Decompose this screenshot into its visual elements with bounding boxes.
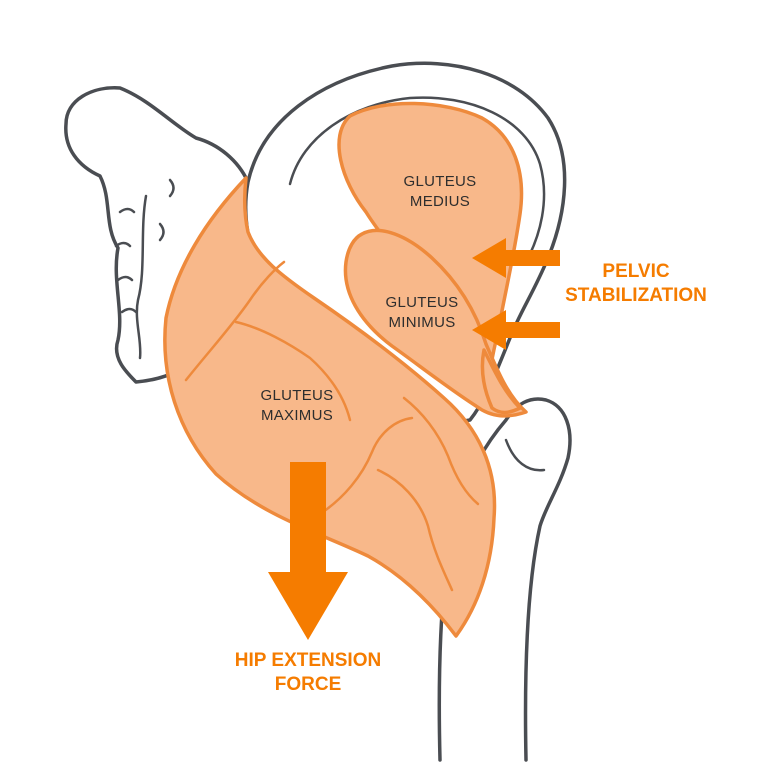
iliac-inner-rim: [288, 96, 546, 264]
gluteus-minimus-label-line2: MINIMUS: [388, 314, 455, 331]
sacral-foramen-1: [118, 207, 136, 214]
hip-extension-label: HIP EXTENSION FORCE: [235, 650, 381, 695]
sacrum: [64, 86, 250, 384]
sacral-foramen-3: [116, 275, 134, 282]
arrow-down: [268, 462, 348, 640]
pelvic-stabilization-label-line2: STABILIZATION: [565, 285, 707, 306]
gluteus-maximus-fiber-2: [234, 320, 352, 422]
gluteus-maximus-fiber-3: [318, 416, 414, 516]
hip-extension-arrow: [268, 462, 348, 640]
gluteus-medius-label-line1: GLUTEUS: [404, 173, 477, 190]
gluteus-maximus-shape: [163, 176, 497, 638]
pelvic-stabilization-label: PELVIC STABILIZATION: [565, 261, 707, 306]
gluteus-maximus-label-line2: MAXIMUS: [261, 407, 333, 424]
hip-extension-label-line2: FORCE: [275, 674, 342, 695]
hip-extension-label-line1: HIP EXTENSION: [235, 650, 381, 671]
sacral-foramen-4: [120, 307, 138, 314]
gluteus-medius-label: GLUTEUS MEDIUS: [404, 173, 477, 210]
arrow-left-lower: [472, 310, 560, 350]
sacrum-ridge: [135, 194, 148, 360]
gluteus-maximus-fiber-1: [184, 260, 286, 382]
gluteus-minimus-label: GLUTEUS MINIMUS: [386, 294, 459, 331]
gluteus-minimus-tendon: [480, 348, 522, 415]
femur-neck-line: [504, 438, 546, 472]
sacral-foramen-5: [168, 178, 175, 198]
pelvic-stabilization-arrows: [472, 238, 560, 350]
pelvic-stabilization-label-line1: PELVIC: [602, 261, 669, 282]
gluteus-maximus-fiber-4: [376, 468, 454, 592]
gluteus-minimus: [343, 228, 528, 418]
arrow-left-upper: [472, 238, 560, 278]
gluteus-minimus-label-line1: GLUTEUS: [386, 294, 459, 311]
gluteus-maximus-label-line1: GLUTEUS: [261, 387, 334, 404]
gluteus-medius-label-line2: MEDIUS: [410, 193, 470, 210]
gluteus-maximus: [163, 176, 497, 638]
gluteus-maximus-label: GLUTEUS MAXIMUS: [261, 387, 334, 424]
sacral-foramen-2: [114, 241, 132, 248]
gluteus-maximus-fiber-5: [402, 396, 480, 506]
sacral-foramen-6: [158, 222, 165, 242]
